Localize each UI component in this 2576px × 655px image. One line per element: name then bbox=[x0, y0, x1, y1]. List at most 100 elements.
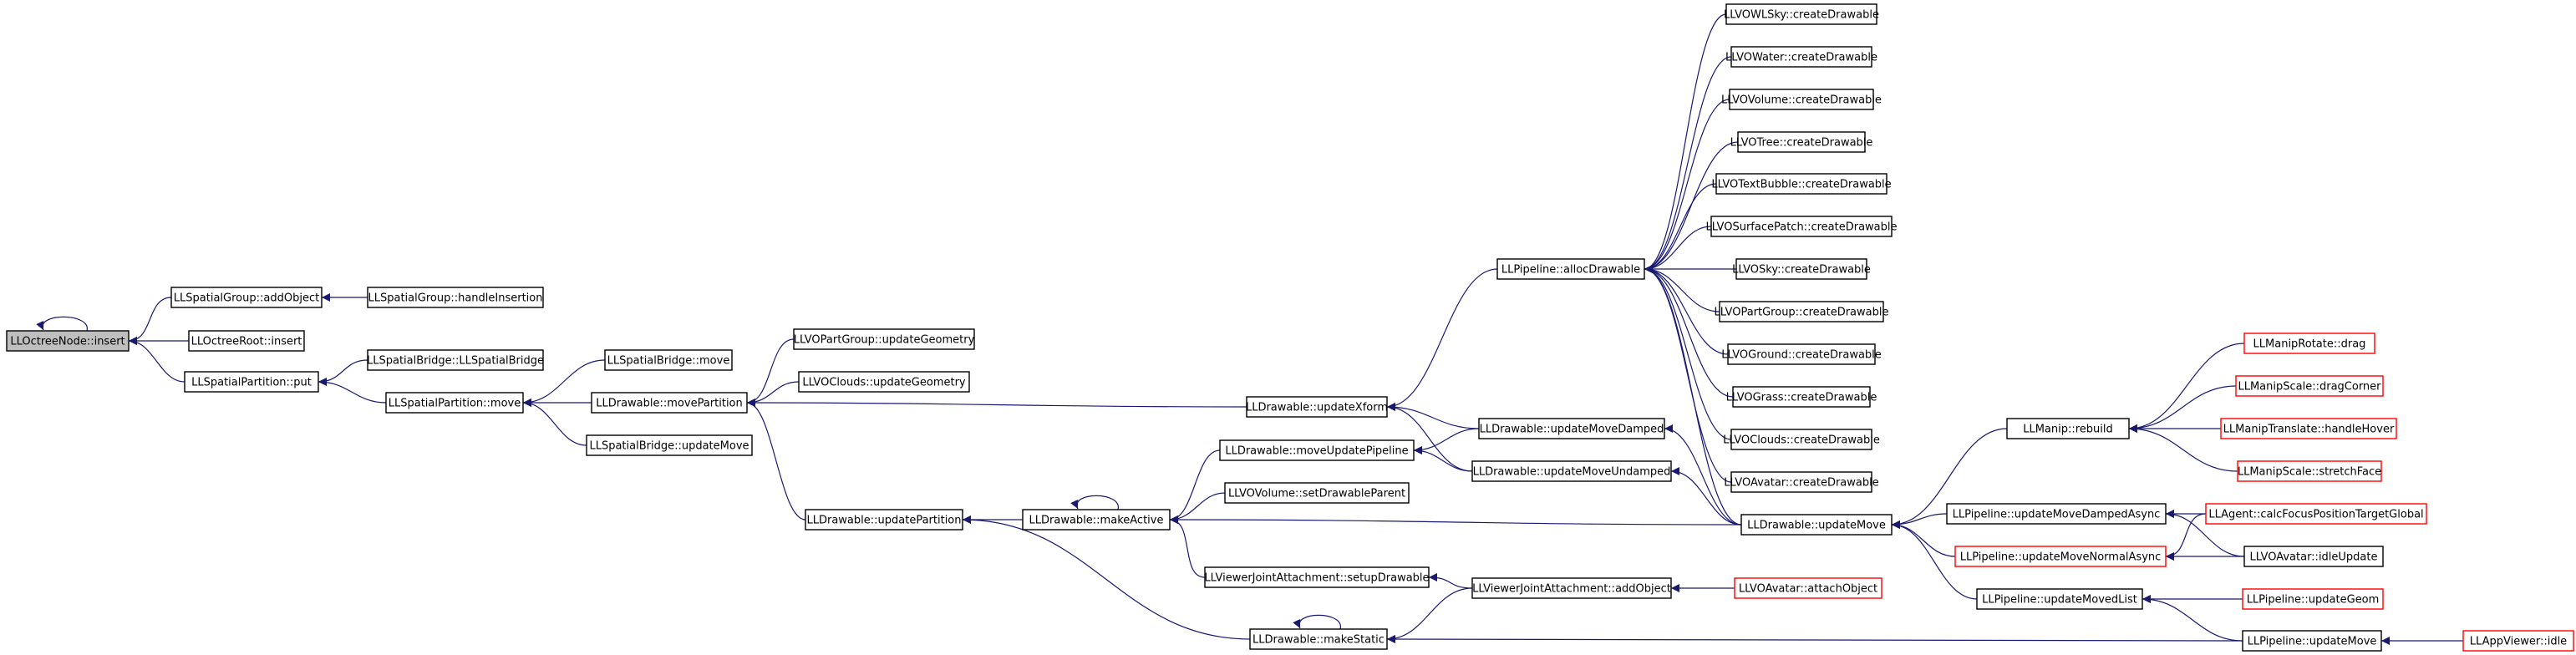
edge-n41-to-n37 bbox=[2128, 343, 2245, 433]
graph-node-n21[interactable]: LLDrawable::updateMoveUndamped bbox=[1471, 460, 1672, 482]
graph-node-n27[interactable]: LLVOTree::createDrawable bbox=[1730, 131, 1873, 153]
node-box bbox=[1204, 566, 1430, 588]
node-label: LLViewerJointAttachment::addObject bbox=[1472, 583, 1671, 596]
graph-node-n2[interactable]: LLOctreeRoot::insert bbox=[188, 330, 305, 352]
node-box bbox=[2242, 588, 2384, 610]
graph-node-n31[interactable]: LLVOPartGroup::createDrawable bbox=[1714, 301, 1889, 322]
graph-node-n30[interactable]: LLVOSky::createDrawable bbox=[1732, 258, 1871, 280]
edge-n7-to-n6 bbox=[522, 359, 606, 407]
graph-node-n19[interactable]: LLPipeline::allocDrawable bbox=[1496, 258, 1645, 280]
node-box bbox=[1022, 509, 1171, 531]
node-label: LLSpatialPartition::move bbox=[389, 398, 521, 410]
node-label: LLVOWater::createDrawable bbox=[1725, 52, 1877, 64]
node-box bbox=[1710, 216, 1893, 237]
graph-node-n38[interactable]: LLPipeline::updateMoveDampedAsync bbox=[1946, 503, 2167, 525]
node-box bbox=[2220, 418, 2397, 439]
node-box bbox=[604, 349, 733, 371]
edge-n37-to-n36 bbox=[1891, 428, 2008, 529]
graph-node-n26[interactable]: LLVOVolume::createDrawable bbox=[1721, 89, 1882, 110]
node-label: LLVOPartGroup::createDrawable bbox=[1714, 307, 1888, 319]
graph-node-n45[interactable]: LLAgent::calcFocusPositionTargetGlobal bbox=[2205, 503, 2427, 525]
graph-node-n42[interactable]: LLManipScale::dragCorner bbox=[2235, 375, 2384, 397]
graph-node-n29[interactable]: LLVOSurfacePatch::createDrawable bbox=[1706, 216, 1898, 237]
node-label: LLPipeline::updateMovedList bbox=[1982, 594, 2137, 607]
edge-n21-to-n15 bbox=[1386, 403, 1473, 472]
node-label: LLVOSky::createDrawable bbox=[1732, 264, 1871, 277]
graph-node-n33[interactable]: LLVOGrass::createDrawable bbox=[1726, 386, 1877, 408]
graph-node-n46[interactable]: LLVOAvatar::idleUpdate bbox=[2243, 546, 2384, 567]
node-label: LLManipRotate::drag bbox=[2253, 338, 2366, 351]
edge-n48-to-n14 bbox=[1386, 635, 2243, 644]
graph-node-n43[interactable]: LLManipTranslate::handleHover bbox=[2220, 418, 2397, 439]
graph-node-n48[interactable]: LLPipeline::updateMove bbox=[2242, 630, 2382, 652]
graph-node-n12[interactable]: LLDrawable::updatePartition bbox=[805, 509, 963, 531]
node-label: LLVOVolume::setDrawableParent bbox=[1228, 488, 1405, 500]
node-box bbox=[793, 328, 975, 350]
node-label: LLVOAvatar::createDrawable bbox=[1724, 477, 1879, 490]
graph-node-n32[interactable]: LLVOGround::createDrawable bbox=[1721, 343, 1882, 365]
graph-node-n41[interactable]: LLManipRotate::drag bbox=[2243, 333, 2375, 354]
edge-n21-to-n16 bbox=[1413, 446, 1473, 472]
node-box bbox=[1946, 503, 2167, 525]
graph-node-n37[interactable]: LLManip::rebuild bbox=[2006, 418, 2130, 439]
graph-node-n8[interactable]: LLDrawable::movePartition bbox=[591, 392, 748, 414]
graph-node-n49[interactable]: LLAppViewer::idle bbox=[2462, 630, 2574, 652]
node-box bbox=[1734, 577, 1882, 599]
node-box bbox=[1219, 439, 1415, 461]
graph-node-n35[interactable]: LLVOAvatar::createDrawable bbox=[1724, 471, 1879, 493]
graph-node-n17[interactable]: LLVOVolume::setDrawableParent bbox=[1224, 482, 1410, 504]
node-box bbox=[6, 330, 130, 352]
node-box bbox=[1478, 418, 1665, 439]
graph-node-n20[interactable]: LLDrawable::updateMoveDamped bbox=[1478, 418, 1665, 439]
node-box bbox=[1737, 131, 1866, 153]
graph-node-n7[interactable]: LLSpatialBridge::move bbox=[604, 349, 733, 371]
node-label: LLVOClouds::createDrawable bbox=[1723, 434, 1880, 447]
node-box bbox=[2243, 333, 2375, 354]
graph-node-n3[interactable]: LLSpatialPartition::put bbox=[184, 371, 319, 393]
node-box bbox=[2235, 375, 2384, 397]
graph-node-n9[interactable]: LLSpatialBridge::updateMove bbox=[586, 434, 753, 456]
graph-node-n36[interactable]: LLDrawable::updateMove bbox=[1740, 514, 1893, 536]
node-box bbox=[1729, 89, 1874, 110]
edge-n40-to-n36 bbox=[1891, 520, 1978, 600]
edge-n9-to-n6 bbox=[522, 399, 587, 446]
graph-node-n6[interactable]: LLSpatialPartition::move bbox=[385, 392, 524, 414]
node-box bbox=[1715, 173, 1888, 195]
node-box bbox=[1730, 429, 1872, 450]
edge-n44-to-n37 bbox=[2128, 424, 2238, 472]
edge-n0-to-n0 bbox=[36, 316, 88, 332]
graph-node-n22[interactable]: LLViewerJointAttachment::addObject bbox=[1471, 577, 1672, 599]
node-box bbox=[188, 330, 305, 352]
graph-node-n15[interactable]: LLDrawable::updateXform bbox=[1246, 396, 1388, 418]
graph-node-n10[interactable]: LLVOPartGroup::updateGeometry bbox=[793, 328, 975, 350]
node-label: LLAppViewer::idle bbox=[2470, 636, 2567, 648]
graph-node-n39[interactable]: LLPipeline::updateMoveNormalAsync bbox=[1954, 546, 2167, 567]
node-label: LLPipeline::updateMove bbox=[2248, 636, 2377, 648]
node-box bbox=[1976, 588, 2143, 610]
node-box bbox=[2205, 503, 2427, 525]
graph-node-n24[interactable]: LLVOWLSky::createDrawable bbox=[1724, 3, 1879, 25]
node-label: LLManipScale::stretchFace bbox=[2238, 466, 2381, 479]
graph-node-n4[interactable]: LLSpatialGroup::handleInsertion bbox=[367, 287, 544, 308]
graph-node-n23[interactable]: LLVOAvatar::attachObject bbox=[1734, 577, 1882, 599]
graph-node-n16[interactable]: LLDrawable::moveUpdatePipeline bbox=[1219, 439, 1415, 461]
graph-node-n11[interactable]: LLVOClouds::updateGeometry bbox=[798, 371, 970, 393]
edge-n34-to-n19 bbox=[1644, 265, 1732, 440]
graph-node-n28[interactable]: LLVOTextBubble::createDrawable bbox=[1711, 173, 1892, 195]
graph-node-n14[interactable]: LLDrawable::makeStatic bbox=[1249, 628, 1388, 650]
node-label: LLSpatialPartition::put bbox=[191, 377, 312, 389]
node-box bbox=[2243, 546, 2384, 567]
graph-node-n34[interactable]: LLVOClouds::createDrawable bbox=[1723, 429, 1880, 450]
graph-node-n1[interactable]: LLSpatialGroup::addObject bbox=[170, 287, 323, 308]
graph-node-n25[interactable]: LLVOWater::createDrawable bbox=[1725, 46, 1877, 68]
graph-node-n0[interactable]: LLOctreeNode::insert bbox=[6, 330, 130, 352]
node-label: LLVOPartGroup::updateGeometry bbox=[794, 334, 975, 347]
graph-node-n44[interactable]: LLManipScale::stretchFace bbox=[2237, 460, 2382, 482]
graph-node-n18[interactable]: LLViewerJointAttachment::setupDrawable bbox=[1204, 566, 1430, 588]
edge-n48-to-n40 bbox=[2142, 595, 2243, 642]
node-label: LLPipeline::updateMoveDampedAsync bbox=[1953, 509, 2161, 521]
graph-node-n47[interactable]: LLPipeline::updateGeom bbox=[2242, 588, 2384, 610]
graph-node-n5[interactable]: LLSpatialBridge::LLSpatialBridge bbox=[367, 349, 544, 371]
graph-node-n13[interactable]: LLDrawable::makeActive bbox=[1022, 509, 1171, 531]
graph-node-n40[interactable]: LLPipeline::updateMovedList bbox=[1976, 588, 2143, 610]
